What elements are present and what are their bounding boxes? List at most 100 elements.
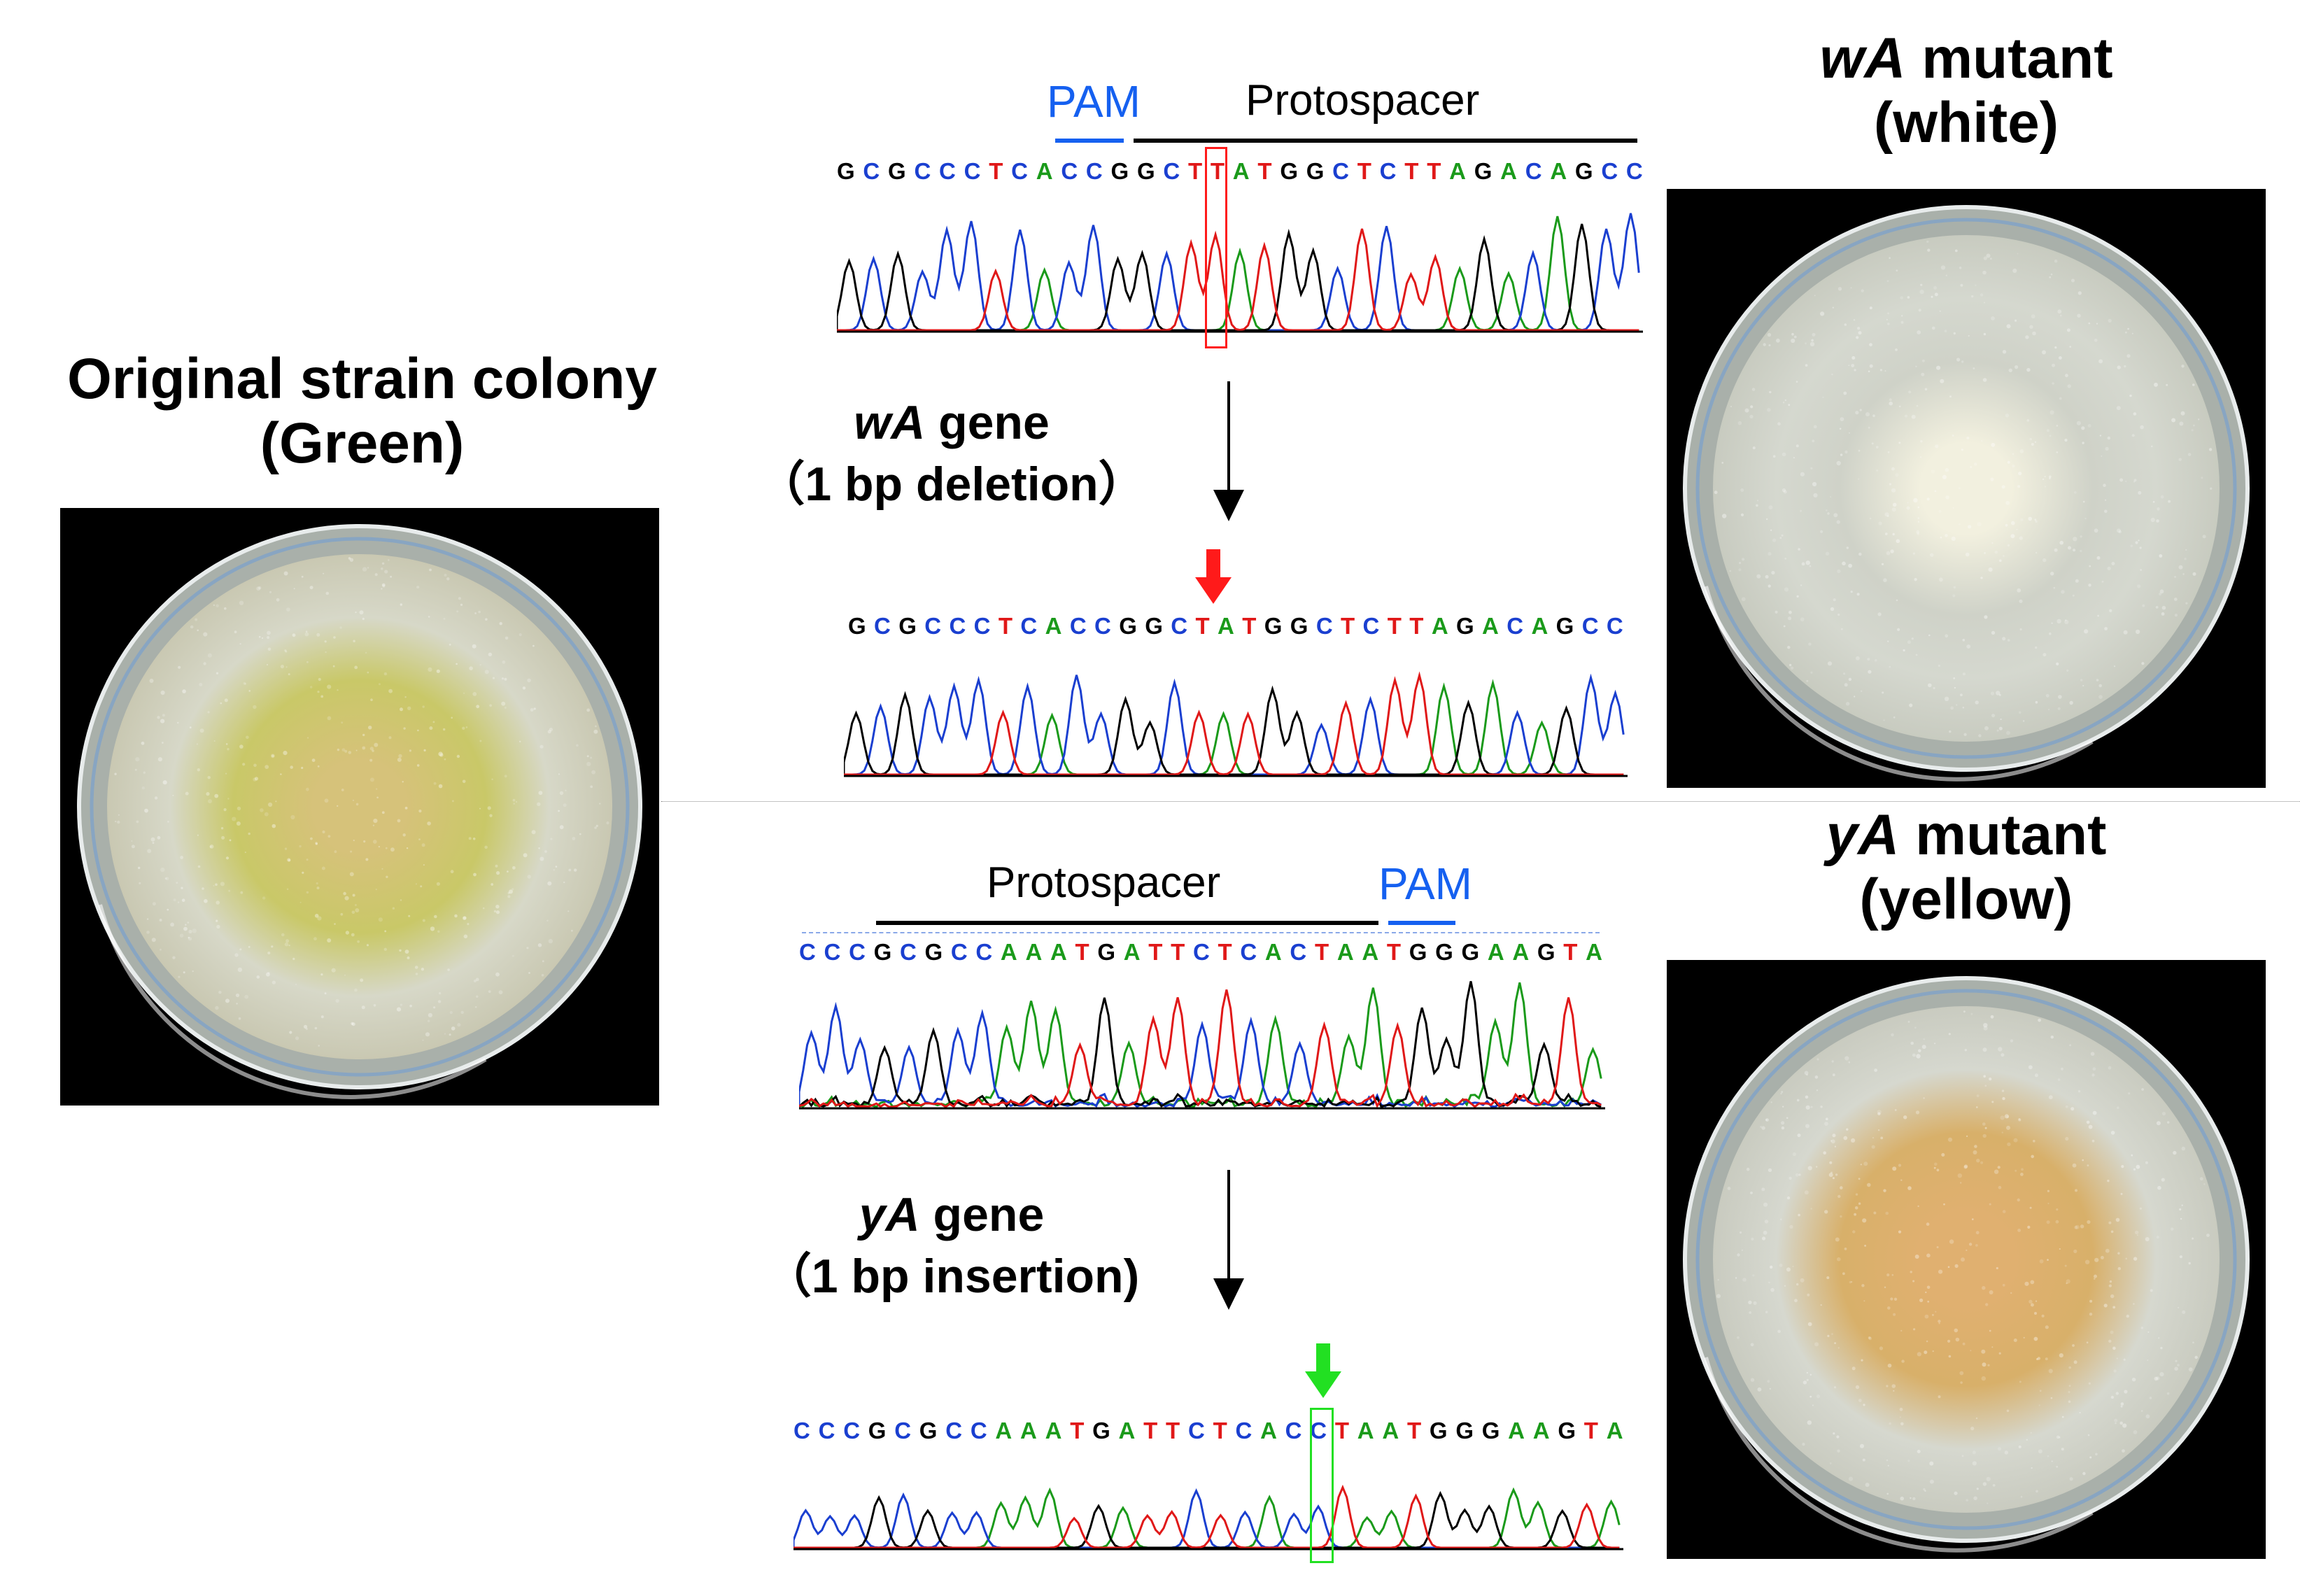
colony-texture	[1781, 1126, 1785, 1130]
colony-texture	[2037, 1357, 2040, 1360]
colony-texture	[2159, 1372, 2164, 1377]
colony-texture	[538, 847, 540, 849]
colony-texture	[1820, 1304, 1822, 1306]
colony-texture	[1923, 1488, 1926, 1491]
colony-texture	[594, 826, 597, 829]
colony-texture	[376, 788, 378, 790]
colony-texture	[131, 840, 133, 842]
colony-texture	[343, 891, 346, 896]
colony-texture	[221, 835, 225, 840]
colony-texture	[2031, 1154, 2034, 1159]
colony-texture	[164, 877, 167, 880]
colony-texture	[359, 610, 364, 615]
colony-texture	[381, 811, 385, 814]
colony-texture	[422, 1039, 424, 1041]
colony-texture	[2026, 1439, 2028, 1441]
colony-texture	[1915, 654, 1918, 656]
colony-texture	[2192, 1237, 2194, 1240]
colony-texture	[1932, 326, 1935, 330]
colony-texture	[350, 850, 353, 853]
colony-texture	[373, 819, 378, 824]
colony-texture	[299, 901, 302, 903]
colony-texture	[188, 936, 190, 939]
colony-texture	[1947, 1339, 1951, 1343]
colony-texture	[482, 907, 485, 910]
colony-texture	[1833, 1386, 1837, 1389]
colony-texture	[2002, 637, 2006, 641]
colony-texture	[2130, 544, 2133, 547]
colony-texture	[271, 945, 274, 948]
colony-texture	[207, 653, 212, 658]
colony-texture	[397, 819, 401, 823]
colony-texture	[344, 974, 346, 976]
colony-texture	[301, 766, 304, 770]
colony-texture	[362, 567, 367, 572]
colony-texture	[179, 933, 184, 938]
colony-texture	[1768, 551, 1772, 556]
colony-texture	[1856, 656, 1860, 661]
colony-texture	[541, 974, 544, 977]
colony-texture	[2168, 500, 2171, 503]
sequence-base: T	[1387, 613, 1402, 639]
colony-texture	[548, 938, 553, 944]
colony-texture	[229, 839, 232, 842]
colony-texture	[1938, 1269, 1943, 1274]
colony-texture	[1991, 630, 1996, 635]
colony-texture	[1970, 465, 1973, 469]
colony-texture	[2080, 1224, 2084, 1229]
colony-texture	[2068, 1400, 2071, 1403]
colony-texture	[1752, 1274, 1755, 1277]
colony-texture	[316, 633, 320, 637]
sequence-base: G	[1280, 158, 1298, 184]
colony-texture	[2152, 501, 2155, 503]
colony-texture	[463, 916, 467, 920]
colony-texture	[1924, 1490, 1926, 1492]
colony-texture	[511, 888, 514, 891]
sequence-base: A	[995, 1418, 1013, 1443]
colony-texture	[352, 894, 355, 897]
colony-texture	[1824, 1210, 1828, 1214]
colony-texture	[2069, 700, 2073, 705]
colony-texture	[2150, 518, 2155, 523]
colony-texture	[2149, 1397, 2152, 1399]
colony-texture	[1963, 1164, 1968, 1168]
colony-texture	[1983, 302, 1986, 304]
colony-texture	[1893, 1313, 1896, 1316]
colony-texture	[1750, 1343, 1754, 1347]
sequence-base: A	[1050, 939, 1067, 965]
sequence-base: C	[964, 158, 981, 184]
colony-texture	[2131, 1378, 2136, 1382]
colony-texture	[1784, 399, 1786, 402]
colony-texture	[1835, 1173, 1838, 1176]
colony-texture	[215, 883, 218, 886]
colony-texture	[2074, 1225, 2078, 1229]
colony-texture	[504, 677, 507, 681]
colony-texture	[433, 1006, 436, 1009]
sequence-base: G	[1097, 939, 1116, 965]
colony-texture	[1830, 1140, 1833, 1142]
sequence-base: G	[1555, 613, 1574, 639]
colony-texture	[2156, 1376, 2160, 1380]
colony-texture	[1930, 553, 1934, 557]
colony-texture	[344, 896, 349, 901]
colony-texture	[1812, 481, 1817, 487]
colony-texture	[468, 837, 472, 840]
colony-texture	[1931, 295, 1933, 298]
sequence-base: C	[945, 1418, 963, 1443]
colony-texture	[479, 740, 482, 742]
colony-texture	[318, 677, 321, 682]
colony-texture	[1921, 372, 1925, 376]
colony-texture	[2015, 365, 2019, 369]
colony-texture	[1984, 1085, 1987, 1087]
colony-texture	[1721, 462, 1724, 464]
colony-texture	[114, 772, 117, 775]
colony-texture	[149, 679, 154, 683]
colony-texture	[496, 871, 500, 875]
colony-texture	[178, 975, 181, 978]
colony-texture	[1951, 536, 1956, 542]
colony-texture	[1976, 1488, 1979, 1490]
colony-texture	[1832, 306, 1834, 309]
colony-texture	[2011, 521, 2015, 525]
colony-texture	[418, 838, 421, 840]
sequence-base: A	[1118, 1418, 1136, 1443]
